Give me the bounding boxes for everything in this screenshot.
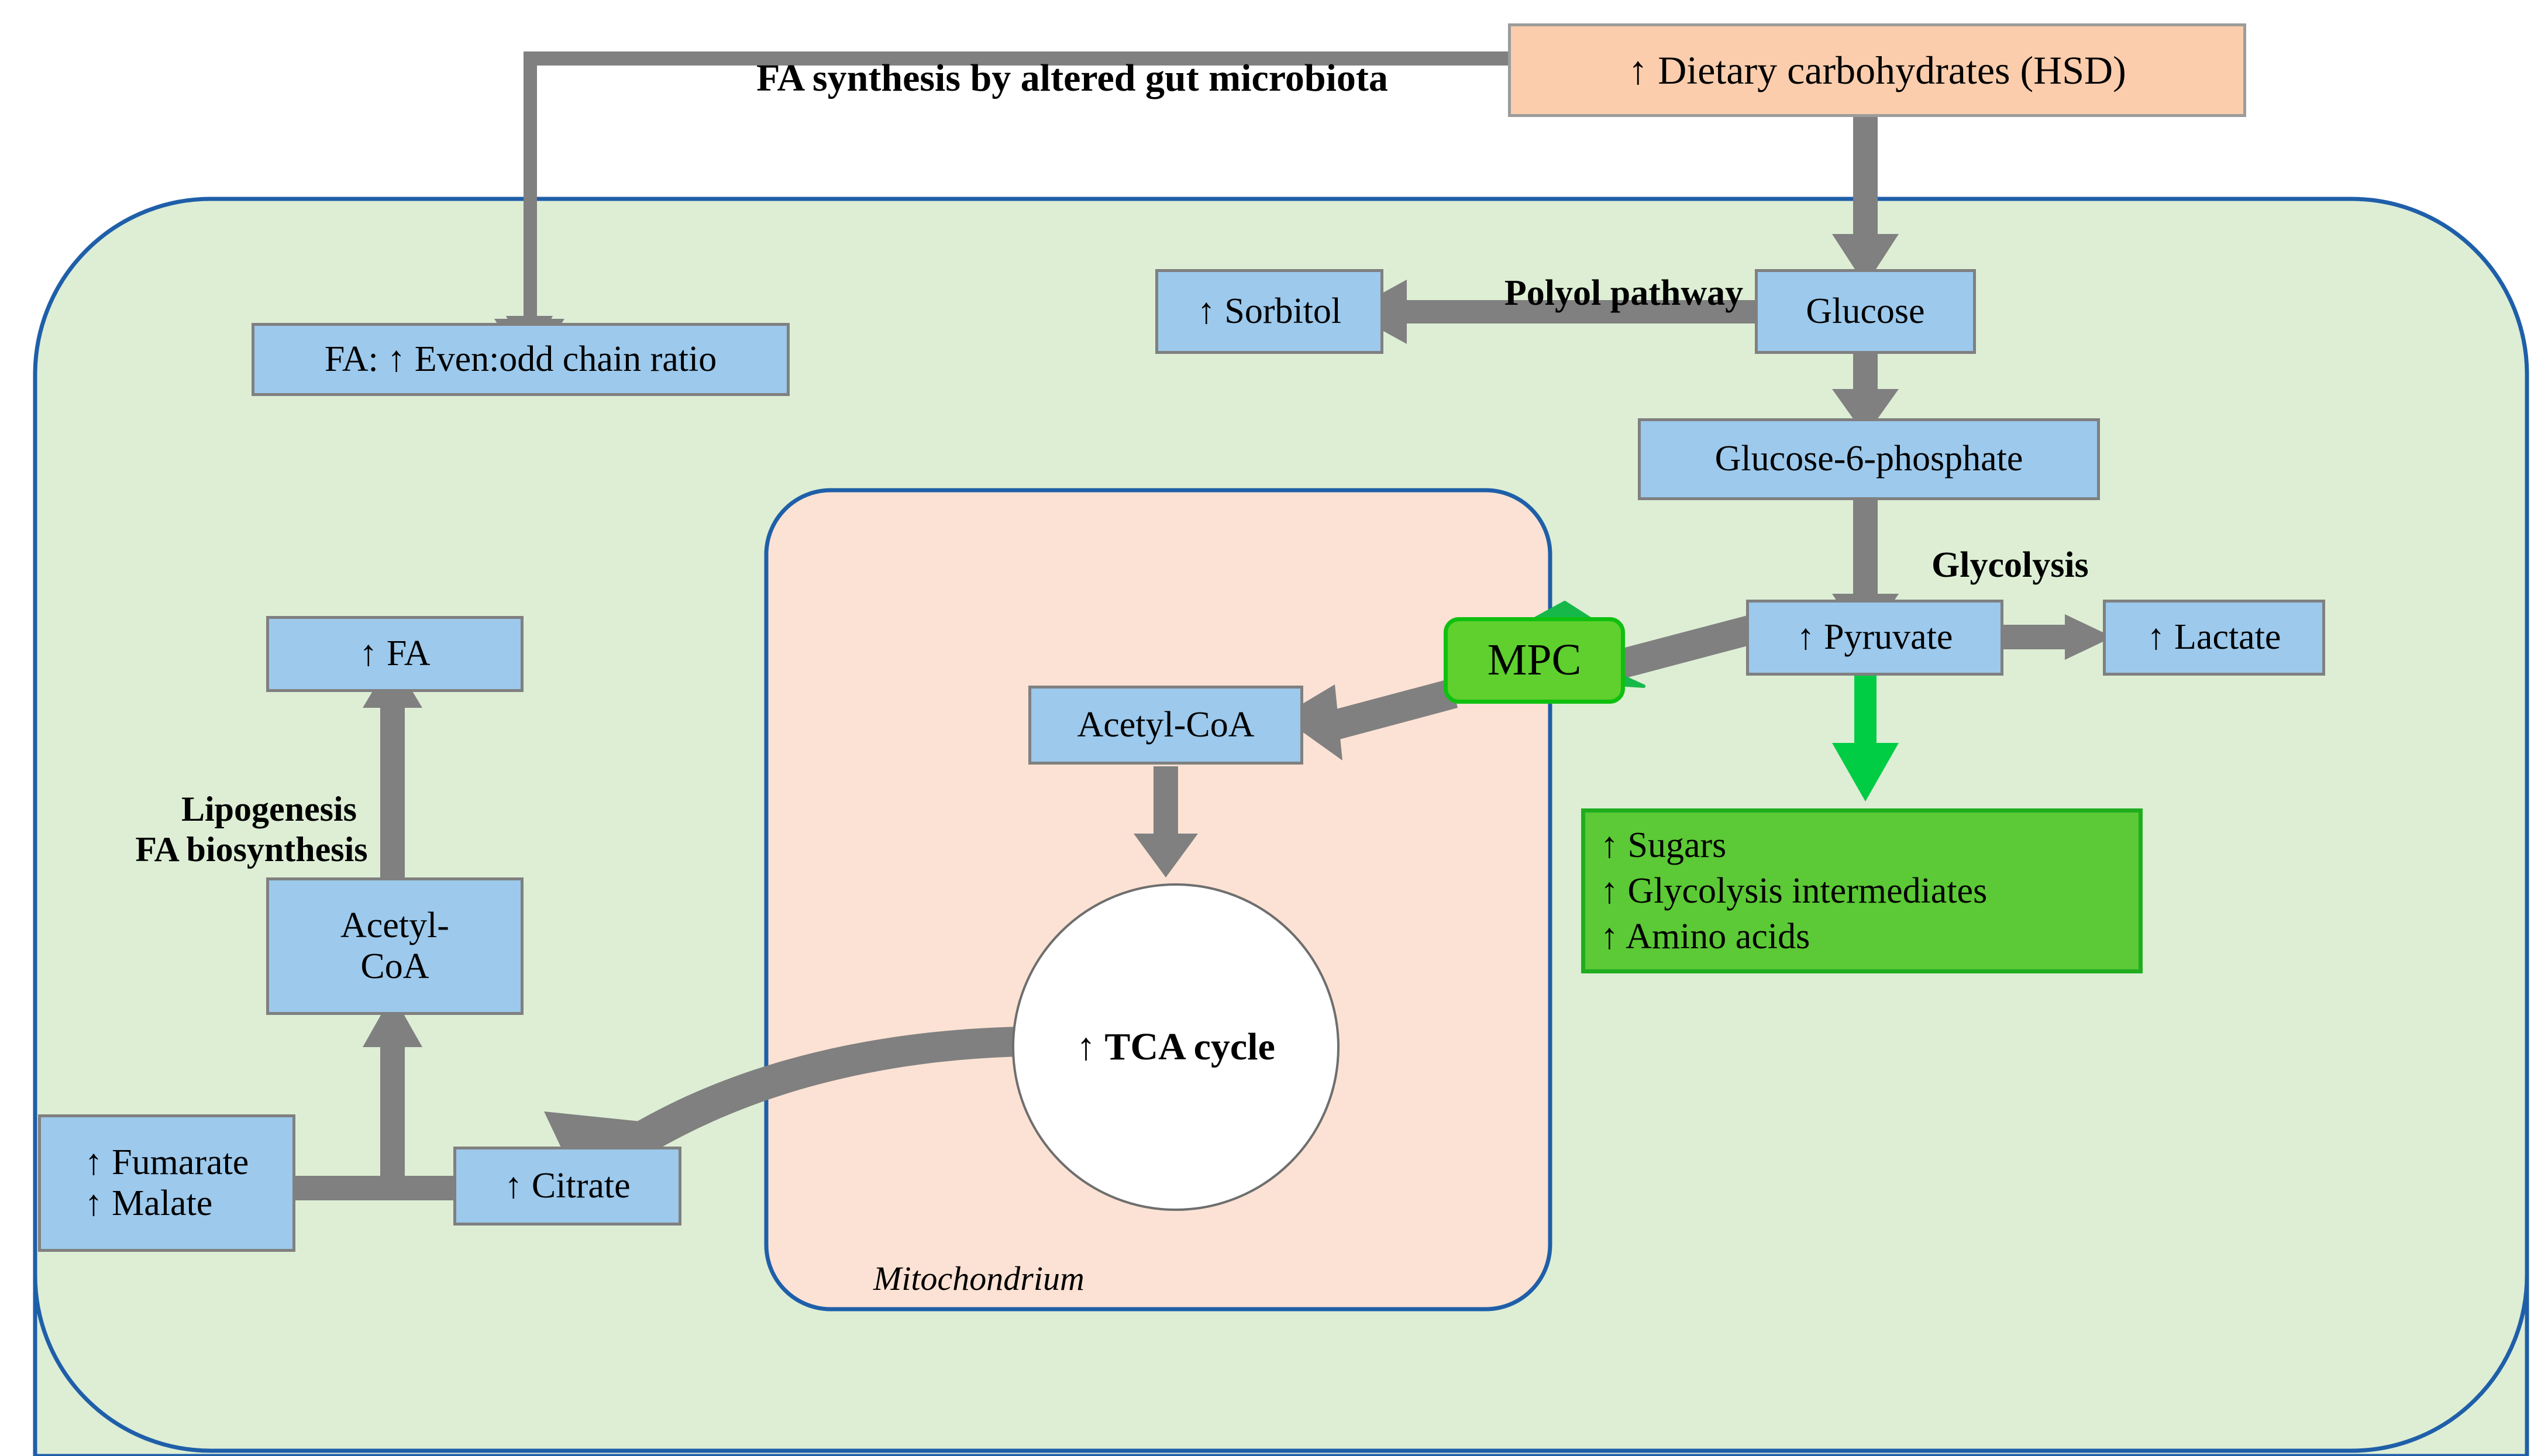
node-label: ↑ Lactate	[2147, 617, 2281, 658]
label-fa-synthesis-microbiota: FA synthesis by altered gut microbiota	[632, 12, 1474, 145]
node-acetyl-coa-cytosolic[interactable]: Acetyl- CoA	[266, 877, 524, 1015]
label-text: Mitochondrium	[873, 1259, 1084, 1297]
node-citrate[interactable]: ↑ Citrate	[453, 1147, 681, 1226]
node-label: ↑ Sugars ↑ Glycolysis intermediates ↑ Am…	[1600, 825, 1988, 957]
arrow-pyruvate-to-accumulation-head	[1832, 743, 1899, 801]
arrow-citrate-to-acetylcoa-head	[363, 994, 422, 1047]
node-tca-cycle[interactable]: ↑ TCA cycle	[1012, 883, 1340, 1211]
node-mpc[interactable]: MPC	[1444, 617, 1625, 704]
arrow-acetylcoa-to-tca-shaft	[1154, 766, 1178, 845]
arrow-pyruvate-to-lactate-head	[2065, 614, 2113, 660]
label-glycolysis: Glycolysis	[1895, 503, 2176, 628]
node-lactate[interactable]: ↑ Lactate	[2103, 600, 2325, 676]
node-label: ↑ FA	[359, 634, 431, 674]
arrow-tca-to-citrate-curve	[597, 1027, 1022, 1173]
arrow-hsd-to-glucose-head	[1832, 234, 1899, 285]
green-arrow-layer	[1832, 667, 1899, 801]
arrow-citrate-to-acetylcoa-path	[380, 1047, 450, 1200]
label-polyol-pathway: Polyol pathway	[1418, 231, 1793, 356]
label-text: Glycolysis	[1931, 545, 2089, 586]
cell-boundary-bottom	[33, 1275, 2529, 1453]
node-sorbitol[interactable]: ↑ Sorbitol	[1155, 269, 1383, 354]
node-label: ↑ Citrate	[504, 1165, 631, 1206]
node-fa-even-odd-ratio[interactable]: FA: ↑ Even:odd chain ratio	[252, 323, 790, 396]
node-label: ↑ Sorbitol	[1197, 291, 1342, 331]
node-label: Glucose-6-phosphate	[1714, 439, 2023, 479]
node-pyruvate[interactable]: ↑ Pyruvate	[1746, 600, 2003, 676]
arrow-glucose-to-g6p-head	[1832, 389, 1899, 436]
node-glucose-6-phosphate[interactable]: Glucose-6-phosphate	[1638, 418, 2100, 500]
node-dietary-carbohydrates[interactable]: ↑ Dietary carbohydrates (HSD)	[1508, 23, 2246, 117]
node-metabolite-accumulation[interactable]: ↑ Sugars ↑ Glycolysis intermediates ↑ Am…	[1581, 808, 2143, 973]
arrow-mpc-to-acetylcoa-shaft	[1323, 679, 1458, 742]
node-acetyl-coa-mitochondrial[interactable]: Acetyl-CoA	[1028, 686, 1303, 765]
node-fumarate-malate[interactable]: ↑ Fumarate ↑ Malate	[38, 1114, 295, 1252]
label-text: Lipogenesis FA biosynthesis	[135, 790, 368, 869]
node-label: ↑ Fumarate ↑ Malate	[84, 1142, 249, 1223]
node-label: ↑ Dietary carbohydrates (HSD)	[1628, 47, 2126, 92]
label-text: Polyol pathway	[1504, 273, 1744, 314]
node-label: Acetyl-CoA	[1077, 704, 1255, 745]
arrow-pyruvate-to-lactate-shaft	[1999, 625, 2075, 649]
arrow-mpc-to-acetylcoa-head	[1281, 684, 1342, 760]
arrow-g6p-to-pyruvate-shaft	[1853, 500, 1878, 605]
label-lipogenesis: Lipogenesis FA biosynthesis	[70, 749, 433, 910]
node-fa[interactable]: ↑ FA	[266, 616, 524, 692]
node-label: ↑ Pyruvate	[1796, 617, 1953, 658]
arrow-acetylcoa-to-tca-head	[1134, 834, 1198, 877]
label-text: FA synthesis by altered gut microbiota	[756, 56, 1388, 99]
arrow-acetylcoa-to-fa-shaft	[380, 696, 405, 877]
node-label: Acetyl- CoA	[340, 906, 449, 986]
label-mitochondrium: Mitochondrium	[839, 1220, 1084, 1337]
arrow-hsd-to-glucose-shaft	[1853, 114, 1878, 242]
arrow-pyruvate-to-mpc	[1574, 605, 1790, 690]
node-label: ↑ TCA cycle	[1076, 1025, 1275, 1069]
arrow-glucose-to-sorbitol-shaft	[1401, 300, 1799, 323]
node-label: Glucose	[1806, 291, 1925, 331]
node-label: MPC	[1487, 635, 1582, 685]
node-glucose[interactable]: Glucose	[1755, 269, 1976, 354]
node-label: FA: ↑ Even:odd chain ratio	[324, 339, 717, 379]
